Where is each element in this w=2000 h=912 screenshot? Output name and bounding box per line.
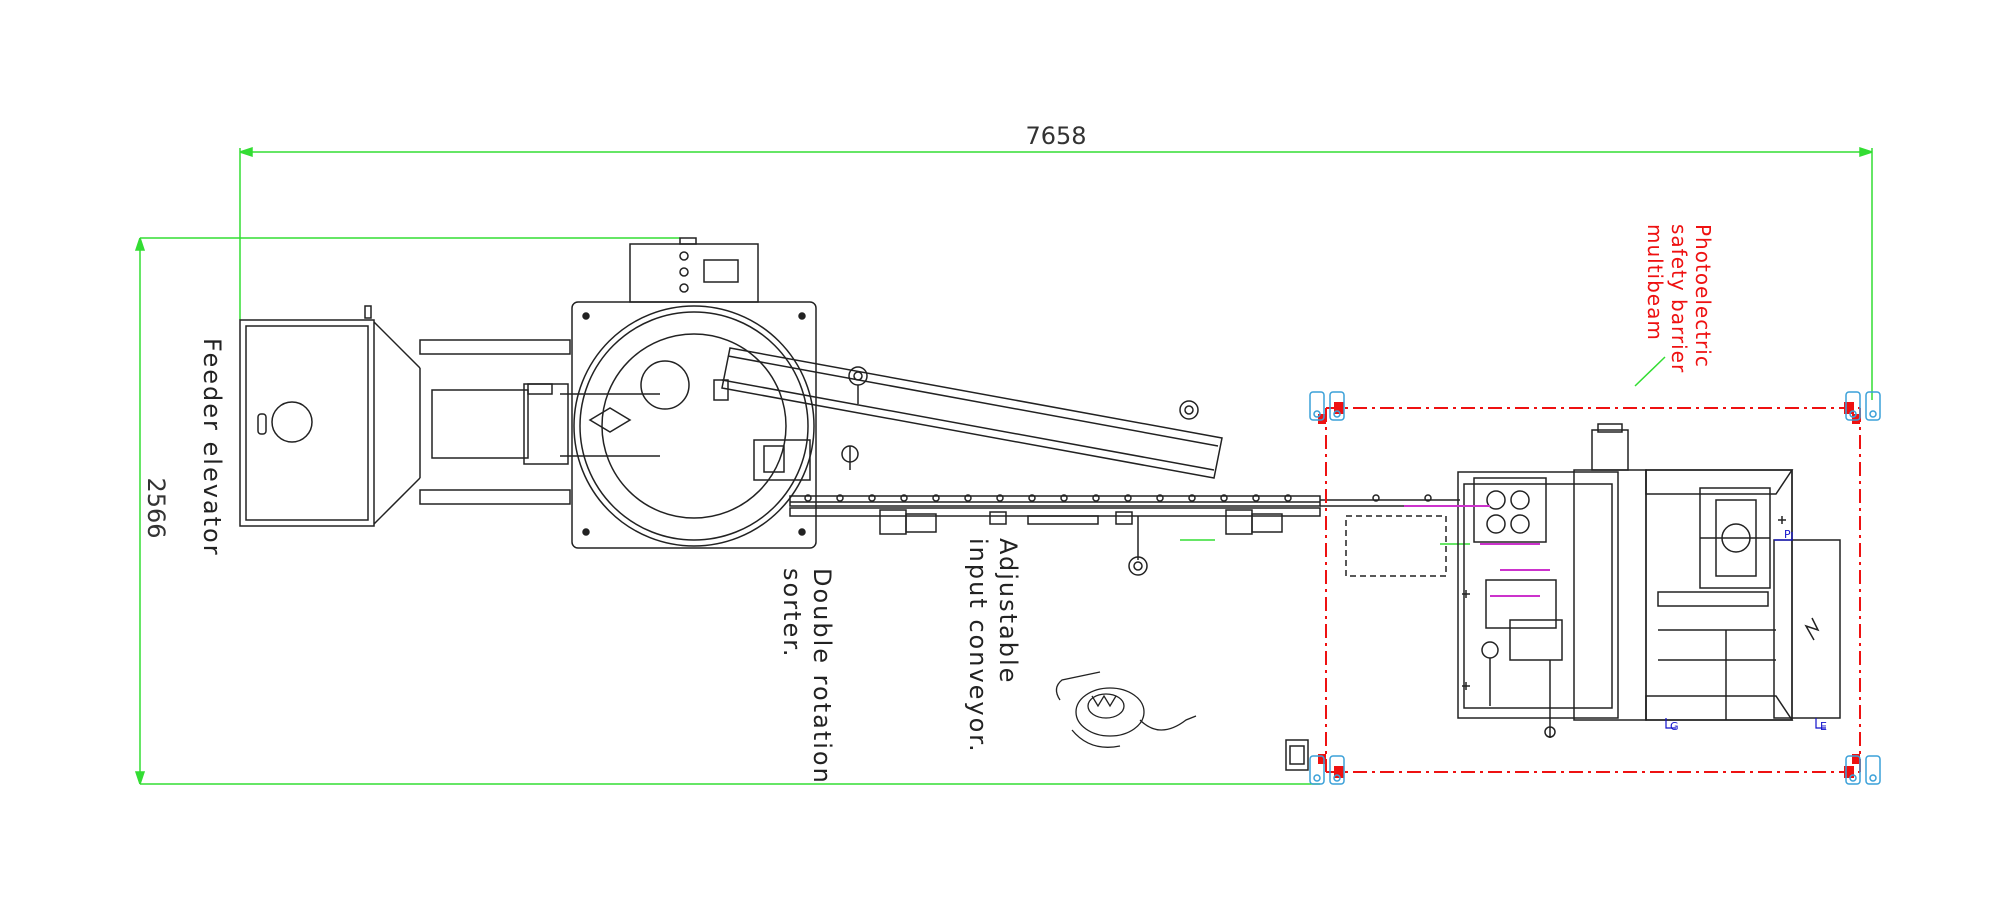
dimension-lines: [134, 146, 1873, 785]
overall-width-dimension: 2566: [142, 477, 170, 538]
safety-barrier-label-line-1: Photoelectric: [1691, 224, 1715, 368]
reference-marker-e: E: [1820, 720, 1827, 733]
conveyor-label: Adjustable input conveyor.: [964, 538, 1022, 754]
feeder-elevator: [239, 305, 571, 527]
feeder-elevator-label: Feeder elevator: [198, 338, 226, 557]
conveyor-label-line-1: Adjustable: [994, 538, 1022, 684]
safety-barrier-label: Photoelectric safety barrier multibeam: [1643, 224, 1715, 373]
product-guides: [1404, 505, 1550, 597]
safety-barrier-label-line-2: safety barrier: [1667, 224, 1691, 373]
control-box: [1285, 739, 1309, 771]
safety-barrier: [1325, 407, 1861, 773]
reject-zone-outline: [1345, 515, 1447, 577]
operator-figure: [1055, 671, 1197, 748]
barrier-sensor-posts: [1309, 391, 1881, 785]
input-conveyor: [789, 494, 1460, 576]
sorter-label-line-2: sorter.: [778, 568, 806, 659]
reference-marker-g: G: [1670, 720, 1679, 733]
barrier-emitters: [1318, 402, 1860, 778]
sorter-label: Double rotation sorter.: [778, 568, 836, 785]
overall-length-dimension: 7658: [1025, 122, 1086, 150]
packaging-machine: [1457, 423, 1841, 738]
reference-marker-p: P: [1784, 528, 1791, 541]
inclined-belt: [713, 347, 1223, 479]
safety-barrier-label-line-3: multibeam: [1643, 224, 1667, 341]
reference-brackets: [1665, 532, 1826, 729]
double-rotation-sorter: [560, 237, 817, 549]
conveyor-label-line-2: input conveyor.: [964, 538, 992, 754]
sorter-label-line-1: Double rotation: [808, 568, 836, 785]
